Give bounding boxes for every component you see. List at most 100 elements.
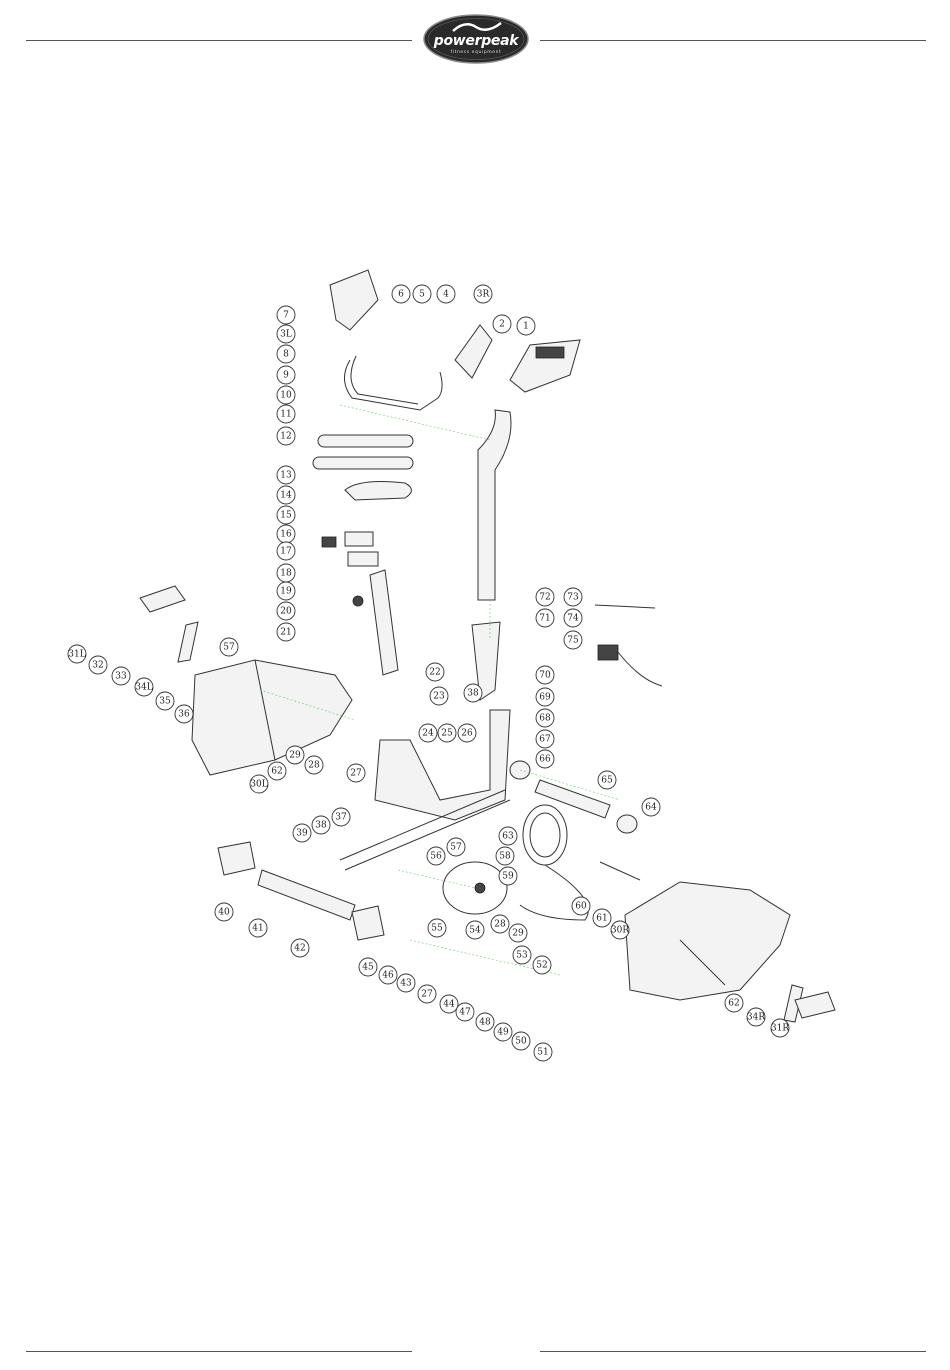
callout-14: 14 (277, 486, 295, 504)
callout-61: 61 (593, 909, 611, 927)
callout-number: 33 (115, 672, 127, 682)
callout-number: 68 (539, 714, 551, 724)
callout-27: 27 (418, 985, 436, 1003)
callout-71: 71 (536, 609, 554, 627)
callout-number: 73 (567, 593, 579, 603)
callout-57: 57 (220, 638, 238, 656)
callout-number: 30R (611, 926, 629, 936)
callout-8: 8 (277, 345, 295, 363)
callout-number: 52 (536, 961, 547, 971)
callout-number: 51 (537, 1048, 548, 1058)
callout-43: 43 (397, 974, 415, 992)
callout-number: 21 (280, 628, 291, 638)
callout-55: 55 (428, 919, 446, 937)
callout-number: 22 (429, 668, 440, 678)
callout-15: 15 (277, 506, 295, 524)
callout-26: 26 (458, 724, 476, 742)
chain-cover-left (192, 660, 352, 775)
callout-31l: 31L (68, 645, 86, 663)
callout-64: 64 (642, 798, 660, 816)
seat-slider (345, 532, 373, 546)
callout-6: 6 (392, 285, 410, 303)
callout-number: 39 (296, 829, 308, 839)
callout-number: 43 (400, 979, 412, 989)
callout-20: 20 (277, 602, 295, 620)
callout-number: 19 (280, 587, 292, 597)
callout-number: 50 (515, 1037, 527, 1047)
seat (345, 482, 412, 500)
allen-key (595, 605, 655, 608)
callout-10: 10 (277, 386, 295, 404)
pedal-left (140, 586, 185, 612)
callout-number: 20 (280, 607, 292, 617)
callout-number: 2 (499, 320, 505, 330)
callout-2: 2 (493, 315, 511, 333)
callout-50: 50 (512, 1032, 530, 1050)
rear-end-cap-right (352, 906, 384, 940)
seat-post (370, 570, 398, 675)
callout-62: 62 (725, 994, 743, 1012)
callout-number: 3R (477, 290, 490, 300)
callout-40: 40 (215, 903, 233, 921)
callout-54: 54 (466, 921, 484, 939)
footer-rule-left (26, 1351, 412, 1352)
callout-number: 29 (512, 929, 524, 939)
callout-31r: 31R (771, 1019, 789, 1037)
callout-16: 16 (277, 525, 295, 543)
callout-27: 27 (347, 764, 365, 782)
callout-number: 36 (178, 710, 190, 720)
callout-72: 72 (536, 588, 554, 606)
callout-number: 34L (135, 683, 152, 693)
callout-53: 53 (513, 946, 531, 964)
end-cap (322, 537, 336, 547)
callout-number: 70 (539, 671, 551, 681)
callout-62: 62 (268, 762, 286, 780)
callout-number: 65 (601, 776, 613, 786)
seat-clamp (348, 552, 378, 566)
callout-33: 33 (112, 667, 130, 685)
callout-number: 34R (747, 1013, 765, 1023)
seat-knob (353, 596, 363, 606)
callout-69: 69 (536, 688, 554, 706)
callout-73: 73 (564, 588, 582, 606)
callout-28: 28 (491, 915, 509, 933)
callout-number: 69 (539, 693, 551, 703)
callout-67: 67 (536, 730, 554, 748)
hand-pulse-grip-right (455, 325, 492, 378)
foam-grip-lower (313, 457, 413, 469)
foam-grip-upper (318, 435, 413, 447)
callout-58: 58 (496, 847, 514, 865)
callout-18: 18 (277, 564, 295, 582)
callout-number: 25 (441, 729, 453, 739)
callout-number: 57 (450, 843, 462, 853)
callout-34r: 34R (747, 1008, 765, 1026)
callout-52: 52 (533, 956, 551, 974)
callout-number: 66 (539, 755, 551, 765)
callout-4: 4 (437, 285, 455, 303)
callout-number: 7 (283, 311, 289, 321)
callout-number: 12 (280, 432, 291, 442)
callout-17: 17 (277, 542, 295, 560)
callout-13: 13 (277, 466, 295, 484)
callout-68: 68 (536, 709, 554, 727)
callout-number: 3L (280, 330, 292, 340)
callout-number: 15 (280, 511, 292, 521)
callout-number: 72 (539, 593, 550, 603)
callout-number: 26 (461, 729, 473, 739)
power-adapter (598, 645, 618, 660)
callout-number: 9 (283, 371, 289, 381)
callout-number: 71 (539, 614, 550, 624)
callout-29: 29 (286, 746, 304, 764)
callout-3l: 3L (277, 325, 295, 343)
callout-number: 44 (443, 1000, 455, 1010)
callout-42: 42 (291, 939, 309, 957)
callout-41: 41 (249, 919, 267, 937)
callout-46: 46 (379, 966, 397, 984)
callout-number: 14 (280, 491, 292, 501)
front-stabilizer (535, 780, 610, 818)
callout-49: 49 (494, 1023, 512, 1041)
callout-number: 55 (431, 924, 443, 934)
callout-70: 70 (536, 666, 554, 684)
callout-74: 74 (564, 609, 582, 627)
